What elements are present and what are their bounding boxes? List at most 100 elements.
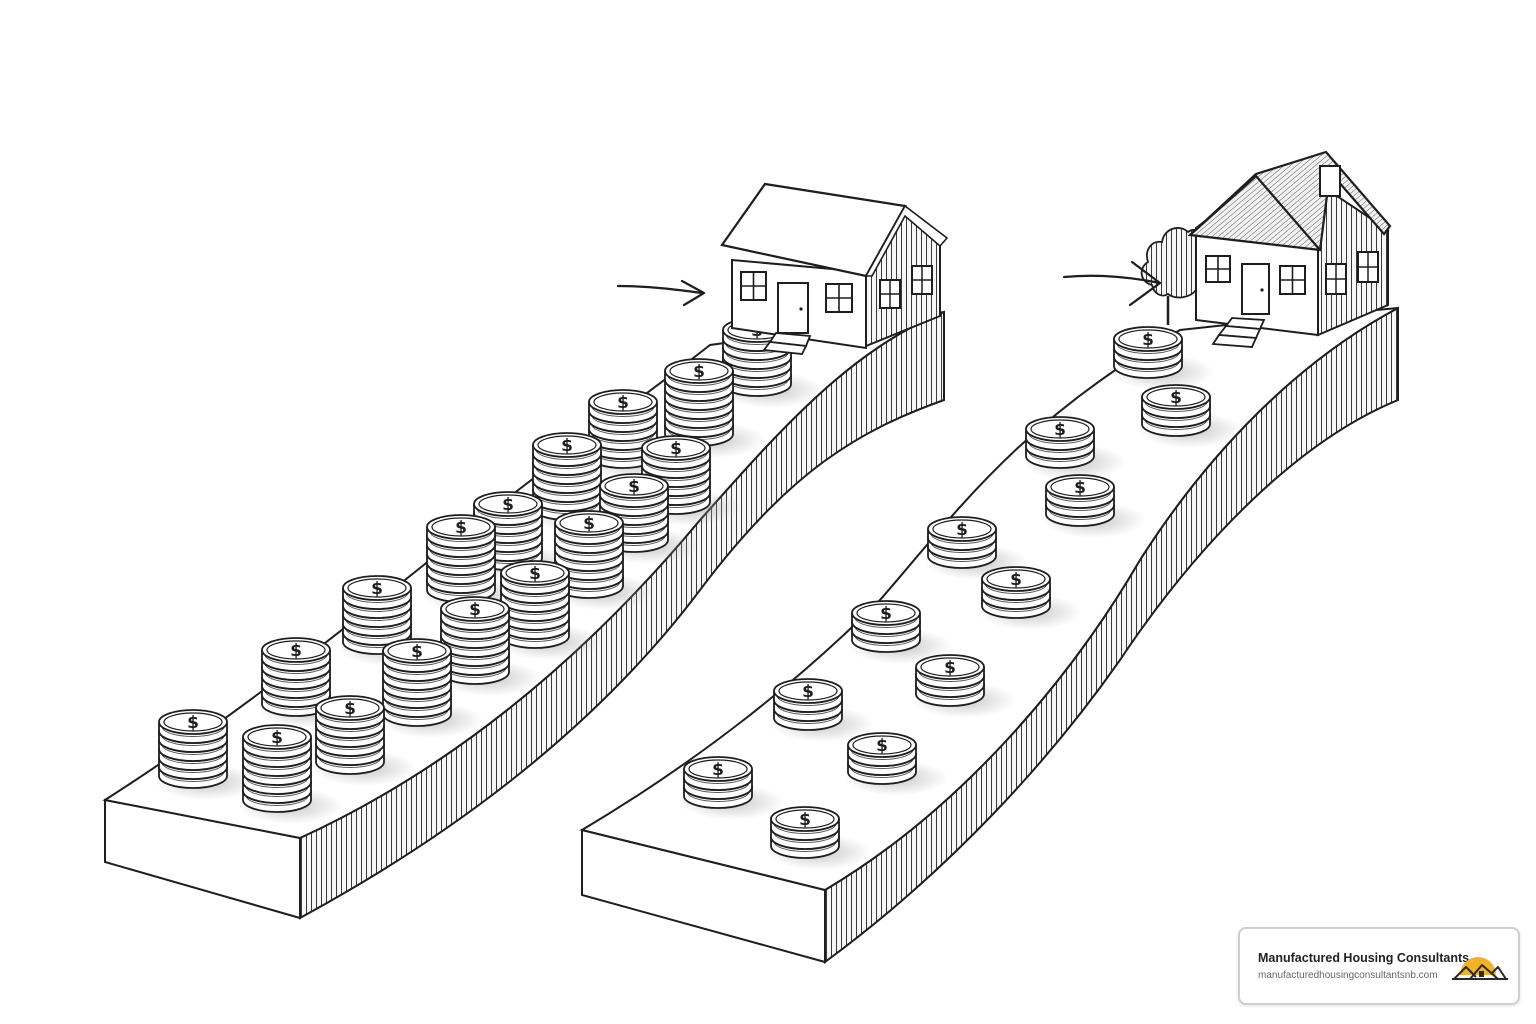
coin-stack: $ bbox=[680, 756, 784, 820]
left-house bbox=[720, 182, 949, 355]
coin-stack: $ bbox=[551, 510, 655, 610]
coin bbox=[1025, 416, 1095, 451]
left-house-steps bbox=[762, 332, 812, 355]
coin-face-rim bbox=[856, 603, 916, 623]
coin-stack: $ bbox=[1042, 474, 1146, 538]
coin-stack: $ bbox=[379, 638, 483, 738]
dollar-sign-icon: $ bbox=[712, 760, 724, 780]
right-house-gable-edge bbox=[1189, 174, 1321, 251]
coin-face-rim bbox=[778, 681, 838, 701]
coin-face-rim bbox=[537, 435, 597, 455]
coin bbox=[664, 358, 734, 393]
dollar-sign-icon: $ bbox=[1170, 388, 1182, 408]
left-house-door-knob bbox=[799, 307, 803, 311]
coin bbox=[1141, 384, 1211, 419]
left-house-side-window-2 bbox=[911, 265, 933, 295]
coin bbox=[927, 516, 997, 551]
coin-stack: $ bbox=[437, 596, 541, 696]
coin bbox=[473, 491, 543, 526]
coin bbox=[158, 709, 228, 744]
coin bbox=[851, 600, 921, 635]
dollar-sign-icon: $ bbox=[799, 810, 811, 830]
dollar-sign-icon: $ bbox=[617, 393, 629, 413]
coin bbox=[440, 596, 510, 631]
dollar-sign-icon: $ bbox=[344, 699, 356, 719]
left-house-door bbox=[777, 282, 809, 334]
right-house-door bbox=[1241, 263, 1270, 315]
coin-stack: $ bbox=[239, 724, 343, 824]
coin-face-rim bbox=[347, 578, 407, 598]
coin-stack: $ bbox=[312, 695, 416, 786]
dollar-sign-icon: $ bbox=[628, 477, 640, 497]
coin-face-rim bbox=[431, 517, 491, 537]
right-path: $ $ $ $ $ $ $ $ $ $ $ $ bbox=[579, 306, 1399, 964]
coin-stack: $ bbox=[155, 709, 259, 800]
dollar-sign-icon: $ bbox=[1142, 330, 1154, 350]
right-house bbox=[1140, 150, 1392, 348]
coin-face-rim bbox=[1146, 387, 1206, 407]
coin bbox=[315, 695, 385, 730]
dollar-sign-icon: $ bbox=[693, 362, 705, 382]
coin-face-rim bbox=[593, 392, 653, 412]
coin bbox=[683, 756, 753, 791]
right-house-window-right bbox=[1279, 265, 1306, 295]
dollar-sign-icon: $ bbox=[187, 713, 199, 733]
right-house-side-window-2 bbox=[1357, 251, 1379, 283]
coin bbox=[588, 389, 658, 424]
coin-stack: $ bbox=[848, 600, 952, 664]
coin-face-rim bbox=[505, 563, 565, 583]
coin-face-rim bbox=[775, 809, 835, 829]
right-house-side-window-1 bbox=[1325, 263, 1347, 295]
dollar-sign-icon: $ bbox=[583, 514, 595, 534]
coin bbox=[242, 724, 312, 759]
dollar-sign-icon: $ bbox=[371, 579, 383, 599]
dollar-sign-icon: $ bbox=[880, 604, 892, 624]
brand-name: Manufactured Housing Consultants bbox=[1258, 951, 1470, 965]
coin-face-rim bbox=[266, 640, 326, 660]
coin bbox=[1045, 474, 1115, 509]
coin bbox=[426, 514, 496, 549]
dollar-sign-icon: $ bbox=[529, 564, 541, 584]
coin-face-rim bbox=[604, 476, 664, 496]
coin-stack: $ bbox=[770, 678, 874, 742]
coin-face-rim bbox=[986, 569, 1046, 589]
dollar-sign-icon: $ bbox=[670, 439, 682, 459]
left-house-window-right bbox=[825, 283, 853, 313]
right-house-window-left bbox=[1205, 255, 1231, 283]
house-sun-logo-icon bbox=[1452, 957, 1508, 980]
left-path: $$$$$$$$$$$$$$$$$ bbox=[102, 310, 945, 920]
dollar-sign-icon: $ bbox=[1054, 420, 1066, 440]
coin-stack: $ bbox=[924, 516, 1028, 580]
coin bbox=[261, 637, 331, 672]
left-house-window-left bbox=[740, 271, 767, 301]
coin-face-rim bbox=[320, 698, 380, 718]
coin bbox=[773, 678, 843, 713]
dollar-sign-icon: $ bbox=[802, 682, 814, 702]
dollar-sign-icon: $ bbox=[290, 641, 302, 661]
coin-stack: $ bbox=[661, 358, 765, 458]
coin-face-rim bbox=[932, 519, 992, 539]
coin-stack: $ bbox=[1110, 326, 1214, 390]
dollar-sign-icon: $ bbox=[411, 642, 423, 662]
coin-stack: $ bbox=[423, 514, 527, 614]
coin-stack: $ bbox=[767, 806, 871, 870]
dollar-sign-icon: $ bbox=[956, 520, 968, 540]
coin-face-rim bbox=[688, 759, 748, 779]
coin bbox=[915, 654, 985, 689]
coin-face-rim bbox=[1118, 329, 1178, 349]
chimney-icon bbox=[1319, 165, 1341, 197]
coin-face-rim bbox=[163, 712, 223, 732]
brand-url[interactable]: manufacturedhousingconsultantsnb.com bbox=[1258, 970, 1438, 981]
coin bbox=[382, 638, 452, 673]
coin bbox=[599, 473, 669, 508]
coin-face-rim bbox=[852, 735, 912, 755]
coin-stack: $ bbox=[1138, 384, 1242, 448]
coin-face-rim bbox=[478, 494, 538, 514]
brand-badge[interactable]: Manufactured Housing Consultants manufac… bbox=[1238, 927, 1520, 1005]
right-house-door-knob bbox=[1260, 288, 1264, 292]
dollar-sign-icon: $ bbox=[469, 600, 481, 620]
coin-stack: $ bbox=[844, 732, 948, 796]
dollar-sign-icon: $ bbox=[455, 518, 467, 538]
coin bbox=[641, 435, 711, 470]
